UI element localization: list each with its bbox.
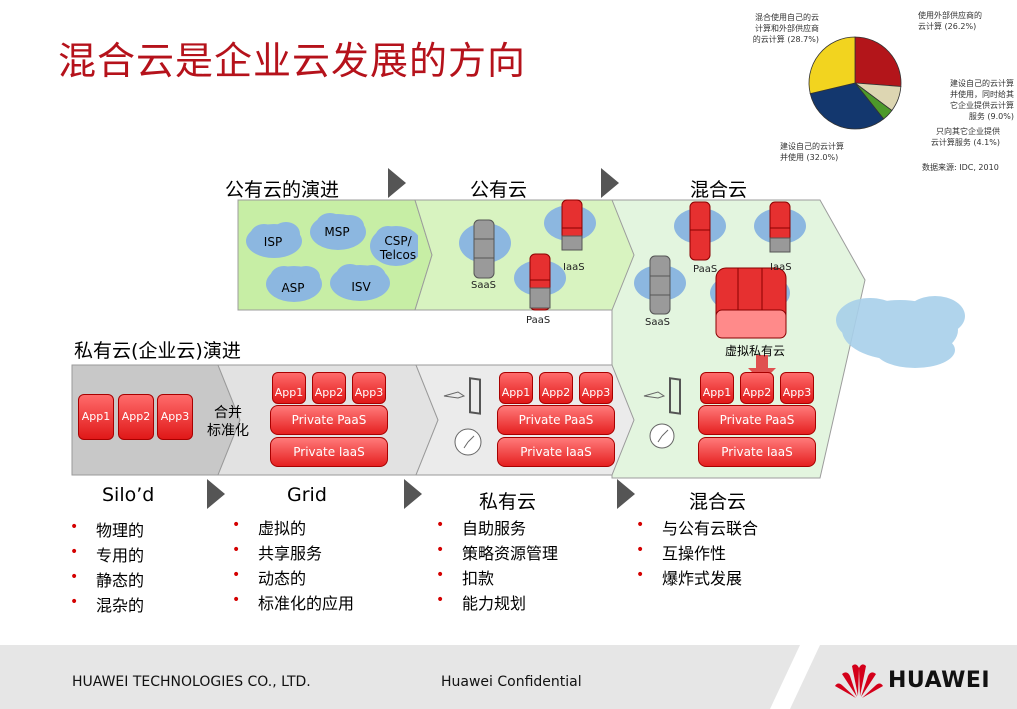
- pie-label-hybrid: 混合使用自己的云计算和外部供应商的云计算 (28.7%): [752, 13, 819, 44]
- list-item: •扣款: [436, 567, 495, 588]
- list-item: •互操作性: [636, 542, 727, 563]
- footer-stripe: [770, 645, 820, 709]
- silo-app3: App3: [157, 394, 193, 440]
- hyb-app1: App1: [700, 372, 734, 404]
- priv-app1: App1: [499, 372, 533, 404]
- grid-app3: App3: [352, 372, 386, 404]
- public-saas-label: SaaS: [471, 280, 496, 291]
- list-item: •标准化的应用: [232, 592, 355, 613]
- hybrid-iaas-label: IaaS: [770, 262, 792, 273]
- pie-slice-3: [809, 82, 885, 130]
- list-item: •物理的: [70, 519, 145, 540]
- huawei-brand-text: HUAWEI: [888, 668, 991, 693]
- list-item: •策略资源管理: [436, 542, 559, 563]
- list-item: •专用的: [70, 544, 145, 565]
- priv-app3: App3: [579, 372, 613, 404]
- public-iaas-label: IaaS: [563, 262, 585, 273]
- list-item: •爆炸式发展: [636, 567, 743, 588]
- page-title: 混合云是企业云发展的方向: [58, 39, 527, 83]
- stage-silo-title: Silo’d: [102, 484, 155, 506]
- cloud-csp-telcos: CSP/ Telcos: [379, 234, 417, 262]
- priv-private-iaas: Private IaaS: [497, 437, 615, 467]
- silo-app2: App2: [118, 394, 154, 440]
- header-public-cloud: 公有云: [470, 179, 528, 201]
- hybrid-cloud-servers: [634, 201, 806, 339]
- list-item: •虚拟的: [232, 517, 307, 538]
- hybrid-saas-label: SaaS: [645, 317, 670, 328]
- merge-standardize-label: 合并 标准化: [207, 405, 249, 439]
- list-item: •共享服务: [232, 542, 323, 563]
- footer-confidential: Huawei Confidential: [441, 674, 582, 690]
- hyb-private-iaas: Private IaaS: [698, 437, 816, 467]
- list-item: •静态的: [70, 569, 145, 590]
- hybrid-monitor-icon: [643, 377, 681, 449]
- stage-private-list: •自助服务 •策略资源管理 •扣款 •能力规划: [436, 516, 559, 616]
- stage-grid-list: •虚拟的 •共享服务 •动态的 •标准化的应用: [232, 516, 355, 616]
- cloud-asp: ASP: [281, 281, 305, 295]
- stage-private-title: 私有云: [479, 491, 537, 513]
- list-item: •混杂的: [70, 594, 145, 615]
- grid-app1: App1: [272, 372, 306, 404]
- stage-silo-list: •物理的 •专用的 •静态的 •混杂的: [70, 518, 145, 618]
- cloud-isp: ISP: [263, 235, 283, 249]
- pie-label-own: 建设自己的云计算并使用 (32.0%): [780, 142, 844, 162]
- header-hybrid-cloud: 混合云: [690, 179, 748, 201]
- pie-source: 数据来源: IDC, 2010: [922, 163, 999, 172]
- self-service-monitor-icon: [443, 377, 482, 456]
- pie-label-build-and-provide: 建设自己的云计算并使用，同时给其它企业提供云计算服务 (9.0%): [950, 79, 1014, 121]
- hyb-private-paas: Private PaaS: [698, 405, 816, 435]
- market-share-pie: [808, 36, 902, 130]
- grid-app2: App2: [312, 372, 346, 404]
- grid-private-paas: Private PaaS: [270, 405, 388, 435]
- silo-app1: App1: [78, 394, 114, 440]
- list-item: •自助服务: [436, 517, 527, 538]
- cloud-isv: ISV: [351, 280, 371, 294]
- public-cloud-servers: [459, 199, 596, 311]
- stage-hybrid-list: •与公有云联合 •互操作性 •爆炸式发展: [636, 516, 759, 591]
- huawei-logo-icon: [835, 664, 883, 698]
- grid-private-iaas: Private IaaS: [270, 437, 388, 467]
- list-item: •与公有云联合: [636, 517, 759, 538]
- hyb-app3: App3: [780, 372, 814, 404]
- list-item: •动态的: [232, 567, 307, 588]
- header-private-evolution: 私有云(企业云)演进: [74, 340, 241, 362]
- virtual-private-cloud-label: 虚拟私有云: [725, 344, 786, 358]
- header-public-evolution: 公有云的演进: [225, 179, 340, 201]
- public-paas-label: PaaS: [526, 315, 551, 326]
- footer-company: HUAWEI TECHNOLOGIES CO., LTD.: [72, 674, 311, 690]
- provider-clouds: [246, 213, 418, 302]
- list-item: •能力规划: [436, 592, 527, 613]
- stage-hybrid-title: 混合云: [689, 491, 747, 513]
- hyb-app2: App2: [740, 372, 774, 404]
- stage-grid-title: Grid: [287, 484, 327, 506]
- pie-slice-4: [808, 36, 856, 95]
- pie-slice-0: [854, 36, 902, 87]
- priv-private-paas: Private PaaS: [497, 405, 615, 435]
- priv-app2: App2: [539, 372, 573, 404]
- pie-label-external: 使用外部供应商的云计算 (26.2%): [918, 11, 982, 31]
- pie-label-provide-only: 只向其它企业提供云计算服务 (4.1%): [930, 127, 1000, 147]
- hybrid-paas-label: PaaS: [693, 264, 718, 275]
- cloud-msp: MSP: [324, 225, 350, 239]
